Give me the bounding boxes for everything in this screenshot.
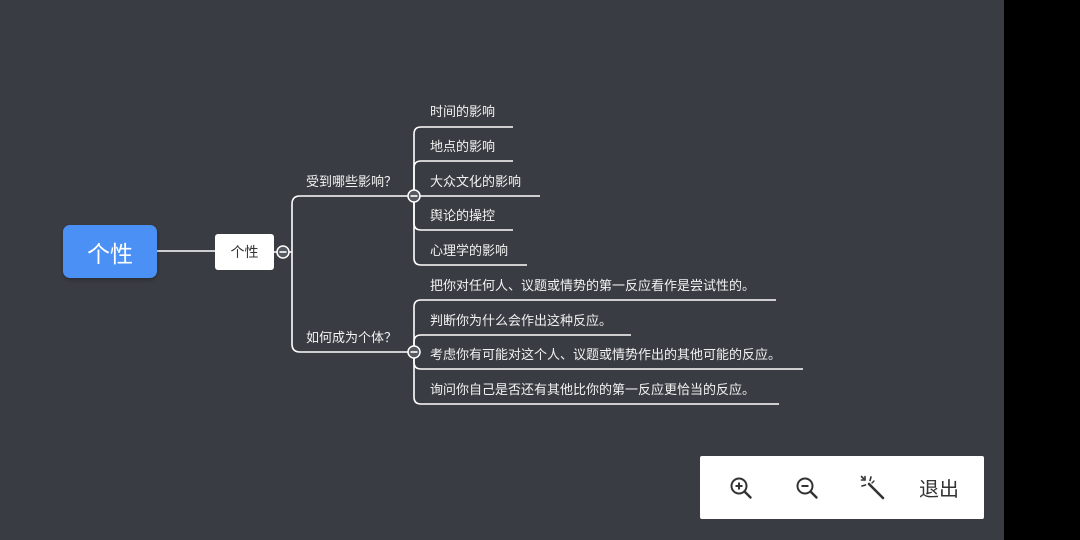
mindmap-canvas[interactable]: 个性 个性 受到哪些影响？ 如何成为个体？ 时间的影响 地点的影响 大众文化的影…: [0, 0, 1004, 540]
connector-leaf-1-5: [413, 196, 527, 266]
connector-branch-1: [291, 195, 414, 252]
branch-node-become-individual[interactable]: 如何成为个体？: [306, 331, 398, 346]
leaf-node[interactable]: 大众文化的影响: [430, 175, 522, 190]
connector-leaf-2-2: [413, 334, 631, 352]
connector-leaf-2-4: [413, 352, 779, 405]
collapse-toggle-branch-1[interactable]: [407, 189, 421, 203]
root-node[interactable]: 个性: [63, 225, 157, 278]
leaf-node[interactable]: 心理学的影响: [430, 244, 509, 259]
leaf-node[interactable]: 考虑你有可能对这个人、议题或情势作出的其他可能的反应。: [430, 348, 782, 363]
leaf-node[interactable]: 把你对任何人、议题或情势的第一反应看作是尝试性的。: [430, 279, 756, 294]
right-edge-bar: [1004, 0, 1080, 540]
leaf-node[interactable]: 时间的影响: [430, 105, 496, 120]
leaf-node[interactable]: 询问你自己是否还有其他比你的第一反应更恰当的反应。: [430, 383, 756, 398]
collapse-toggle-child[interactable]: [276, 245, 290, 259]
connector-leaf-1-2: [413, 160, 513, 196]
zoom-in-button[interactable]: [708, 456, 774, 519]
zoom-in-icon: [730, 477, 752, 499]
connector-lines: [157, 126, 803, 405]
magic-wand-icon: [860, 475, 885, 499]
exit-button[interactable]: 退出: [919, 477, 959, 501]
connector-branch-2: [291, 252, 414, 353]
connector-leaf-1-1: [413, 126, 513, 196]
zoom-out-icon: [796, 477, 818, 499]
leaf-node[interactable]: 判断你为什么会作出这种反应。: [430, 314, 613, 329]
zoom-out-button[interactable]: [774, 456, 840, 519]
leaf-node[interactable]: 舆论的操控: [430, 209, 496, 224]
auto-layout-button[interactable]: [840, 456, 906, 519]
child-node[interactable]: 个性: [215, 234, 274, 270]
collapse-toggle-branch-2[interactable]: [407, 345, 421, 359]
branch-node-influences[interactable]: 受到哪些影响？: [306, 175, 398, 190]
leaf-node[interactable]: 地点的影响: [430, 140, 496, 155]
connector-leaf-2-1: [413, 299, 776, 352]
zoom-toolbar: 退出: [700, 456, 984, 519]
